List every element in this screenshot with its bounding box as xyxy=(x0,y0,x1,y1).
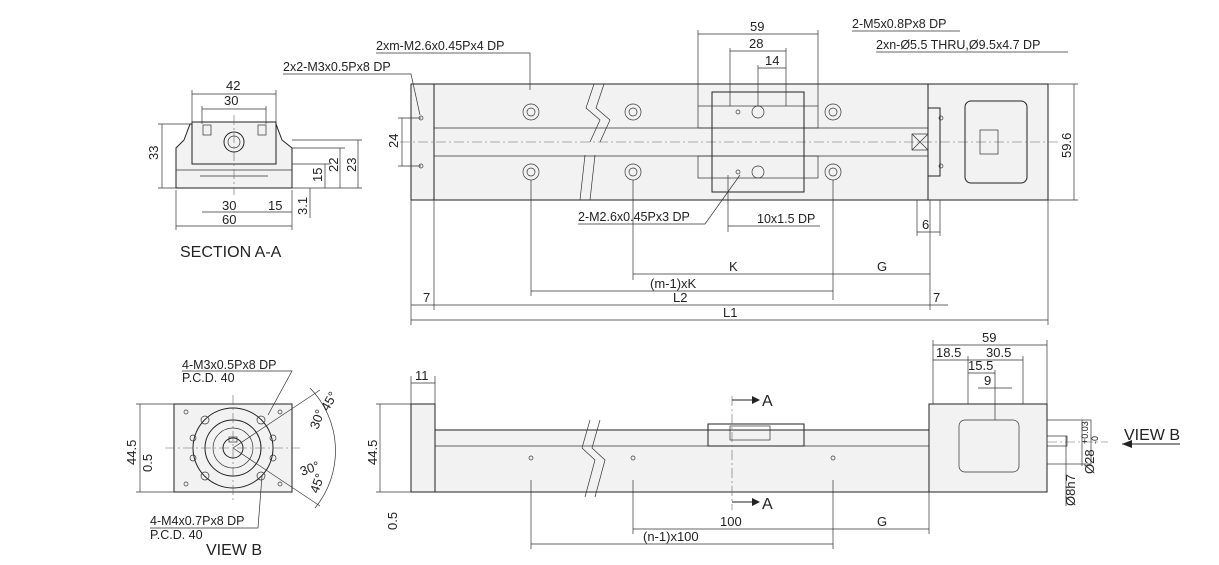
sv-dim-9: 9 xyxy=(984,373,991,388)
tv-dim-l1: L1 xyxy=(723,305,737,320)
tv-dim-g: G xyxy=(877,259,887,274)
callout-thru-holes: 2xn-Ø5.5 THRU,Ø9.5x4.7 DP xyxy=(876,38,1040,52)
sv-dim-15-5: 15.5 xyxy=(968,358,993,373)
callout-10x1-5dp: 10x1.5 DP xyxy=(757,212,815,226)
sv-dim-dia28-lower: -0 xyxy=(1090,436,1100,444)
vb-dim-0-5: 0.5 xyxy=(140,454,155,472)
sv-dim-30-5: 30.5 xyxy=(986,345,1011,360)
vb-callout-pcd-2: P.C.D. 40 xyxy=(150,528,203,542)
tv-dim-59: 59 xyxy=(750,19,764,34)
sa-dim-22: 22 xyxy=(326,158,341,172)
sa-dim-30-bottom: 30 xyxy=(222,198,236,213)
tv-dim-14: 14 xyxy=(765,53,779,68)
side-view: A A VIEW B 11 44.5 0.5 100 G (n-1)x100 5… xyxy=(365,330,1180,549)
sa-dim-15: 15 xyxy=(310,168,325,182)
view-b: 4-M3x0.5Px8 DP P.C.D. 40 4-M4x0.7Px8 DP … xyxy=(124,358,340,559)
sv-dim-100: 100 xyxy=(720,514,742,529)
sa-dim-33: 33 xyxy=(146,146,161,160)
sa-dim-23: 23 xyxy=(344,158,359,172)
sv-dim-0-5: 0.5 xyxy=(385,512,400,530)
vb-angle-45-top: 45° xyxy=(318,389,341,414)
section-mark-a-top: A xyxy=(762,393,773,410)
vb-callout-pcd-1: P.C.D. 40 xyxy=(182,371,235,385)
sv-dim-18-5: 18.5 xyxy=(936,345,961,360)
tv-dim-28: 28 xyxy=(749,36,763,51)
vb-callout-m4: 4-M4x0.7Px8 DP xyxy=(150,514,244,528)
callout-m5-8dp: 2-M5x0.8Px8 DP xyxy=(852,17,946,31)
tv-dim-l2: L2 xyxy=(673,290,687,305)
tv-dim-7-left: 7 xyxy=(423,290,430,305)
sv-dim-dia28-tolerance: Ø28 +0.03 -0 xyxy=(1080,421,1100,474)
tv-dim-k: K xyxy=(729,259,738,274)
tv-dim-7-right: 7 xyxy=(933,290,940,305)
vb-angle-45-bot: 45° xyxy=(307,471,328,495)
sv-dim-dia28-upper: +0.03 xyxy=(1080,421,1090,444)
vb-angle-30-bot: 30° xyxy=(298,458,322,479)
sa-dim-15-bottom: 15 xyxy=(268,198,282,213)
top-view: 59 28 14 24 59.6 6 K G (m-1)xK 7 L2 7 L1… xyxy=(283,17,1078,325)
sv-dim-g: G xyxy=(877,514,887,529)
tv-dim-59-6: 59.6 xyxy=(1059,133,1074,158)
vb-angle-30-top: 30° xyxy=(307,407,328,431)
view-b-title: VIEW B xyxy=(206,542,262,559)
sa-dim-42: 42 xyxy=(226,78,240,93)
view-b-arrow-label: VIEW B xyxy=(1124,427,1180,444)
sv-dim-11: 11 xyxy=(415,368,429,383)
section-mark-a-bottom: A xyxy=(762,496,773,513)
sa-dim-30: 30 xyxy=(224,93,238,108)
callout-m2-6-4dp: 2xm-M2.6x0.45Px4 DP xyxy=(376,39,505,53)
callout-m2-6-3dp: 2-M2.6x0.45Px3 DP xyxy=(578,210,690,224)
vb-callout-m3: 4-M3x0.5Px8 DP xyxy=(182,358,276,372)
sv-dim-44-5: 44.5 xyxy=(365,440,380,465)
sv-dim-n1x100: (n-1)x100 xyxy=(643,529,699,544)
sv-dim-dia28: Ø28 xyxy=(1082,449,1097,474)
tv-dim-m1k: (m-1)xK xyxy=(650,276,697,291)
section-aa-title: SECTION A-A xyxy=(180,244,282,261)
vb-dim-44-5: 44.5 xyxy=(124,440,139,465)
section-aa-view: 42 30 33 22 23 15 30 15 60 3.1 SECTION A… xyxy=(146,78,362,261)
sv-dim-dia8h7: Ø8h7 xyxy=(1063,474,1078,506)
sa-dim-60: 60 xyxy=(222,212,236,227)
tv-dim-6: 6 xyxy=(922,217,929,232)
callout-m3-8dp: 2x2-M3x0.5Px8 DP xyxy=(283,60,391,74)
sv-dim-59: 59 xyxy=(982,330,996,345)
sa-dim-3-1: 3.1 xyxy=(295,197,310,215)
tv-dim-24: 24 xyxy=(386,134,401,148)
